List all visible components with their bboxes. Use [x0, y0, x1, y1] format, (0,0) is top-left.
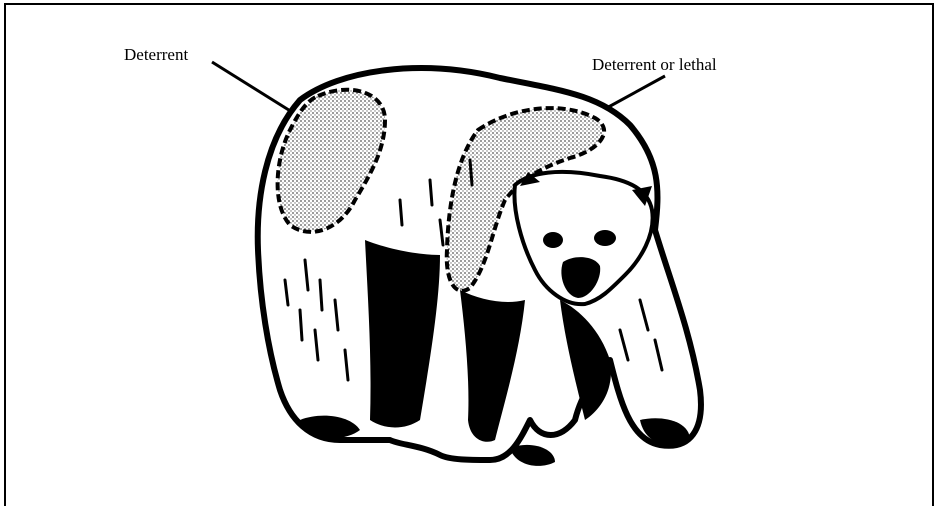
eye-right: [594, 230, 616, 246]
leader-line-left: [212, 62, 292, 112]
leader-line-right: [603, 76, 665, 110]
front-foot: [510, 445, 555, 466]
eye-left: [543, 232, 563, 248]
